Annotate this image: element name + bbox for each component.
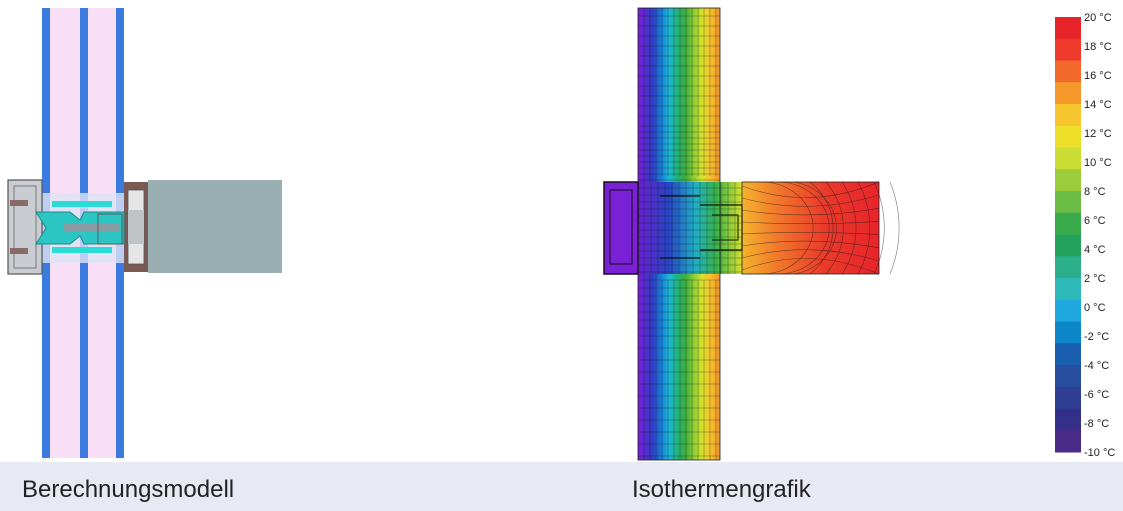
legend-swatch [1055,212,1081,235]
legend-swatch [1055,147,1081,170]
legend-swatch [1055,104,1081,127]
legend-label: -6 °C [1084,389,1109,401]
legend-label: -10 °C [1084,447,1115,459]
legend-label: 0 °C [1084,302,1106,314]
legend-swatch [1055,278,1081,301]
temperature-legend: 20 °C 18 °C 16 °C 14 °C 12 °C 10 °C 8 °C 6 °C 4 … [1055,12,1115,459]
legend-label: -4 °C [1084,360,1109,372]
isotherm-graphic [603,7,900,461]
legend-swatch [1055,430,1081,453]
legend-label: 4 °C [1084,244,1106,256]
legend-swatch [1055,17,1081,40]
legend-label: 8 °C [1084,186,1106,198]
outer-cap-profile [7,179,43,275]
legend-label: 16 °C [1084,70,1112,82]
legend-swatch [1055,125,1081,148]
caption-calculation-model: Berechnungsmodell [22,476,235,503]
legend-label: -8 °C [1084,418,1109,430]
legend-swatch [1055,365,1081,388]
legend-swatch [1055,169,1081,192]
legend-swatch [1055,234,1081,257]
legend-label: 20 °C [1084,12,1112,24]
legend-label: -2 °C [1084,331,1109,343]
caption-bar: Berechnungsmodell Isothermengrafik [0,462,1123,511]
isotherm-outer-frame [603,181,639,275]
legend-swatch [1055,191,1081,214]
insulation-block [148,180,282,273]
legend-label: 12 °C [1084,128,1112,140]
caption-isotherm-graphic: Isothermengrafik [632,476,811,503]
legend-label: 6 °C [1084,215,1106,227]
legend-swatch [1055,256,1081,279]
legend-swatch [1055,321,1081,344]
legend-swatch [1055,82,1081,105]
legend-label: 10 °C [1084,157,1112,169]
legend-swatch [1055,299,1081,322]
legend-swatch [1055,386,1081,409]
legend-label: 18 °C [1084,41,1112,53]
seal-top [52,201,112,207]
legend-swatch [1055,408,1081,431]
isotherm-core [638,182,742,274]
legend-swatch [1055,38,1081,61]
legend-swatch [1055,60,1081,83]
legend-label: 14 °C [1084,99,1112,111]
figure-canvas: 20 °C 18 °C 16 °C 14 °C 12 °C 10 °C 8 °C 6 °C 4 … [7,7,1115,461]
legend-swatch [1055,343,1081,366]
legend-label: 2 °C [1084,273,1106,285]
model-drawing [7,8,282,458]
isotherm-arm [742,182,879,274]
seal-bottom [52,247,112,253]
